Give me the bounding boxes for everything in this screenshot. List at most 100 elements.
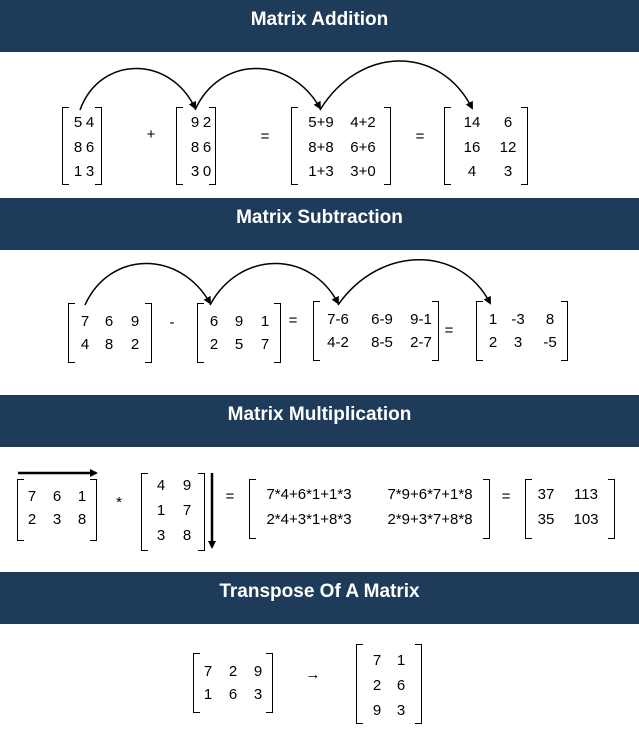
section-title-text: Transpose Of A Matrix xyxy=(219,581,420,602)
matrix-cell: 7*9+6*7+1*8 xyxy=(387,486,473,503)
matrix-cell: 2*9+3*7+8*8 xyxy=(387,511,473,528)
matrix-cell: 3+0 xyxy=(350,163,376,180)
matrix-cell: 8 xyxy=(73,139,83,156)
matrix-cell: 2-7 xyxy=(410,334,432,351)
addition-arc-1 xyxy=(79,67,197,111)
matrix-cell: 1+3 xyxy=(308,163,334,180)
matrix-cell: 6 xyxy=(209,313,219,330)
matrix-cell: 7 xyxy=(260,336,270,353)
matrix-cell: 14 xyxy=(463,114,481,131)
matrix-cell: 8+8 xyxy=(308,139,334,156)
matrix-cell: 2 xyxy=(372,677,382,694)
matrix-cell: 0 xyxy=(202,163,212,180)
matrix-cell: 8-5 xyxy=(371,334,393,351)
matrix-cell: 1 xyxy=(156,502,166,519)
matrix-cell: 9 xyxy=(190,114,200,131)
matrix-cell: 8 xyxy=(182,527,192,544)
matrix-cell: 1 xyxy=(488,311,498,328)
matrix-cell: 8 xyxy=(190,139,200,156)
matrix-cell: 2*4+3*1+8*3 xyxy=(266,511,352,528)
matrix-cell: 3 xyxy=(513,334,523,351)
matrix-cell: 8 xyxy=(104,336,114,353)
subtraction-arc-2 xyxy=(209,262,339,306)
operator-2-1: = xyxy=(225,488,235,505)
operator-0-2: = xyxy=(415,128,425,145)
operator-1-0: - xyxy=(169,314,175,331)
matrix-cell: -3 xyxy=(511,311,525,328)
section-title-2: Matrix Multiplication xyxy=(0,395,639,447)
operator-1-1: = xyxy=(288,312,298,329)
matrix-cell: 6+6 xyxy=(350,139,376,156)
matrix-cell: 3 xyxy=(85,163,95,180)
matrix-cell: 9 xyxy=(130,313,140,330)
subtraction-arc-1 xyxy=(84,262,211,306)
matrix-cell: -5 xyxy=(543,334,557,351)
matrix-cell: 5 xyxy=(234,336,244,353)
matrix-cell: 1 xyxy=(203,686,213,703)
section-title-3: Transpose Of A Matrix xyxy=(0,572,639,624)
matrix-cell: 4 xyxy=(85,114,95,131)
matrix-cell: 7 xyxy=(182,502,192,519)
matrix-cell: 6 xyxy=(104,313,114,330)
operator-2-2: = xyxy=(501,488,511,505)
matrix-cell: 103 xyxy=(573,511,599,528)
matrix-row: 7*4+6*1+1*3 7*9+6*7+1*8 xyxy=(250,485,489,505)
subtraction-arc-3 xyxy=(337,259,491,306)
matrix-cell: 12 xyxy=(499,139,517,156)
matrix-row: 8+8 6+6 xyxy=(292,138,390,158)
matrix-cell: 6 xyxy=(85,139,95,156)
matrix-2-2: 7*4+6*1+1*3 7*9+6*7+1*8 2*4+3*1+8*3 2*9+3*7… xyxy=(249,479,490,539)
matrix-cell: 3 xyxy=(253,686,263,703)
operator-0-1: = xyxy=(260,128,270,145)
matrix-cell: 7*4+6*1+1*3 xyxy=(266,486,352,503)
matrix-cell: 4 xyxy=(80,336,90,353)
matrix-cell: 6 xyxy=(52,488,62,505)
matrix-cell: 35 xyxy=(537,511,555,528)
matrix-cell: 4+2 xyxy=(350,114,376,131)
matrix-cell: 3 xyxy=(156,527,166,544)
section-title-0: Matrix Addition xyxy=(0,0,639,52)
matrix-cell: 3 xyxy=(52,511,62,528)
matrix-row: 35 103 xyxy=(526,510,614,530)
matrix-cell: 7 xyxy=(372,652,382,669)
matrix-cell: 6 xyxy=(503,114,513,131)
matrix-cell: 3 xyxy=(503,163,513,180)
matrix-cell: 113 xyxy=(574,486,598,503)
matrix-cell: 6 xyxy=(396,677,406,694)
matrix-cell: 9-1 xyxy=(410,311,432,328)
matrix-cell: 9 xyxy=(253,663,263,680)
matrix-cell: 7 xyxy=(203,663,213,680)
matrix-cell: 7 xyxy=(27,488,37,505)
matrix-cell: 6 xyxy=(202,139,212,156)
matrix-cell: 1 xyxy=(77,488,87,505)
operator-0-0: + xyxy=(146,126,156,143)
operator-2-0: * xyxy=(116,494,122,511)
section-title-text: Matrix Multiplication xyxy=(227,404,412,425)
